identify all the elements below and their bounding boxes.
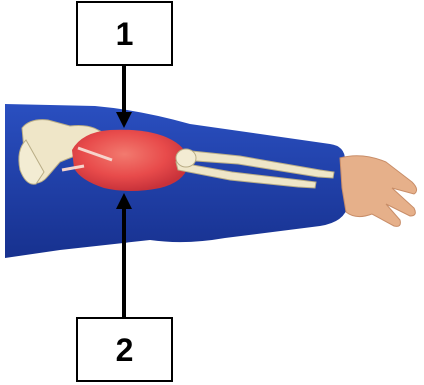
label-box-1: 1 xyxy=(76,1,173,66)
hand xyxy=(340,156,417,227)
label-1-text: 1 xyxy=(116,18,134,50)
label-2-text: 2 xyxy=(116,334,134,366)
label-box-2: 2 xyxy=(76,317,173,382)
elbow-joint xyxy=(176,149,196,167)
